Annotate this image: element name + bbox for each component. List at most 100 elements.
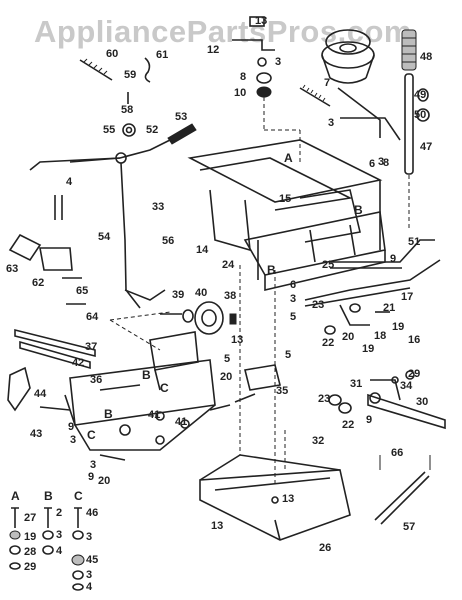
callout-30: 30 [416,396,428,408]
callout-35: 35 [276,385,288,397]
callout-63: 63 [6,263,18,275]
legend-a-item: 27 [24,512,36,524]
callout-39: 39 [172,289,184,301]
callout-14: 14 [196,244,209,256]
callout-10: 10 [234,87,246,99]
callout-19: 19 [362,343,374,355]
letter-b: B [142,368,151,382]
callout-16: 16 [408,334,420,346]
legend-b-item: 3 [56,529,62,541]
callout-13: 13 [255,15,267,27]
legend-a-item: 29 [24,561,36,573]
callout-66: 66 [391,447,403,459]
legend-c-item: 3 [86,531,92,543]
letter-a: A [284,151,293,165]
callout-labels: 13 12 3 8 10 7 3 48 49 50 47 60 61 59 58… [6,15,432,554]
callout-5: 5 [224,353,230,365]
callout-42: 42 [72,357,84,369]
callout-26: 26 [319,542,331,554]
legend-header-b: B [44,489,53,503]
callout-3: 3 [90,459,96,471]
callout-9: 9 [88,471,94,483]
callout-47: 47 [420,141,432,153]
letter-b: B [267,263,276,277]
callout-22: 22 [342,419,354,431]
callout-56: 56 [162,235,174,247]
letter-c: C [160,381,169,395]
callout-41: 41 [148,409,160,421]
legend-c-item: 4 [86,581,93,593]
callout-50: 50 [414,109,426,121]
callout-52: 52 [146,124,158,136]
callout-25: 25 [322,259,334,271]
callout-9: 9 [366,414,372,426]
callout-20: 20 [220,371,232,383]
callout-9: 9 [390,253,396,265]
callout-3: 3 [275,56,281,68]
callout-34: 34 [400,380,413,392]
letter-b: B [354,203,363,217]
legend-b-item: 4 [56,545,63,557]
callout-64: 64 [86,311,99,323]
callout-60: 60 [106,48,118,60]
letter-b: B [104,407,113,421]
legend-icons [9,507,85,591]
callout-13: 13 [282,493,294,505]
legend-a-item: 28 [24,546,36,558]
callout-31: 31 [350,378,362,390]
callout-59: 59 [124,69,136,81]
callout-49: 49 [414,89,426,101]
callout-8: 8 [240,71,246,83]
callout-62: 62 [32,277,44,289]
letter-c: C [87,428,96,442]
callout-15: 15 [279,193,291,205]
callout-7: 7 [324,77,330,89]
callout-58: 58 [121,104,133,116]
callout-40: 40 [195,287,207,299]
drawing [7,16,446,591]
callout-41: 41 [175,416,187,428]
callout-3: 3 [328,117,334,129]
callout-37: 37 [85,341,97,353]
callout-23: 23 [318,393,330,405]
legend-c-item: 45 [86,554,98,566]
callout-55: 55 [103,124,115,136]
watermark: AppliancePartsPros.com [34,14,412,49]
callout-43: 43 [30,428,42,440]
callout-53: 53 [175,111,187,123]
callout-38: 38 [224,290,236,302]
callout-48: 48 [420,51,432,63]
hardware-legend: A B C 27 19 28 29 2 3 4 46 3 45 3 4 [11,489,98,593]
callout-13: 13 [211,520,223,532]
callout-36: 36 [90,374,102,386]
callout-23: 23 [312,299,324,311]
callout-6: 6 [290,279,296,291]
callout-9: 9 [68,421,74,433]
callout-21: 21 [383,302,395,314]
callout-33: 33 [152,201,164,213]
callout-13: 13 [231,334,243,346]
legend-a-item: 19 [24,531,36,543]
legend-c-item: 3 [86,569,92,581]
callout-54: 54 [98,231,111,243]
callout-22: 22 [322,337,334,349]
legend-c-item: 46 [86,507,98,519]
callout-32: 32 [312,435,324,447]
callout-3: 3 [290,293,296,305]
callout-20: 20 [98,475,110,487]
callout-3: 3 [378,156,384,168]
callout-6: 6 [369,158,375,170]
callout-61: 61 [156,49,168,61]
callout-65: 65 [76,285,88,297]
callout-19: 19 [392,321,404,333]
callout-5: 5 [285,349,291,361]
callout-29: 29 [408,368,420,380]
callout-17: 17 [401,291,413,303]
callout-18: 18 [374,330,386,342]
callout-4: 4 [66,176,73,188]
legend-header-c: C [74,489,83,503]
callout-5: 5 [290,311,296,323]
callout-12: 12 [207,44,219,56]
callout-3: 3 [70,434,76,446]
